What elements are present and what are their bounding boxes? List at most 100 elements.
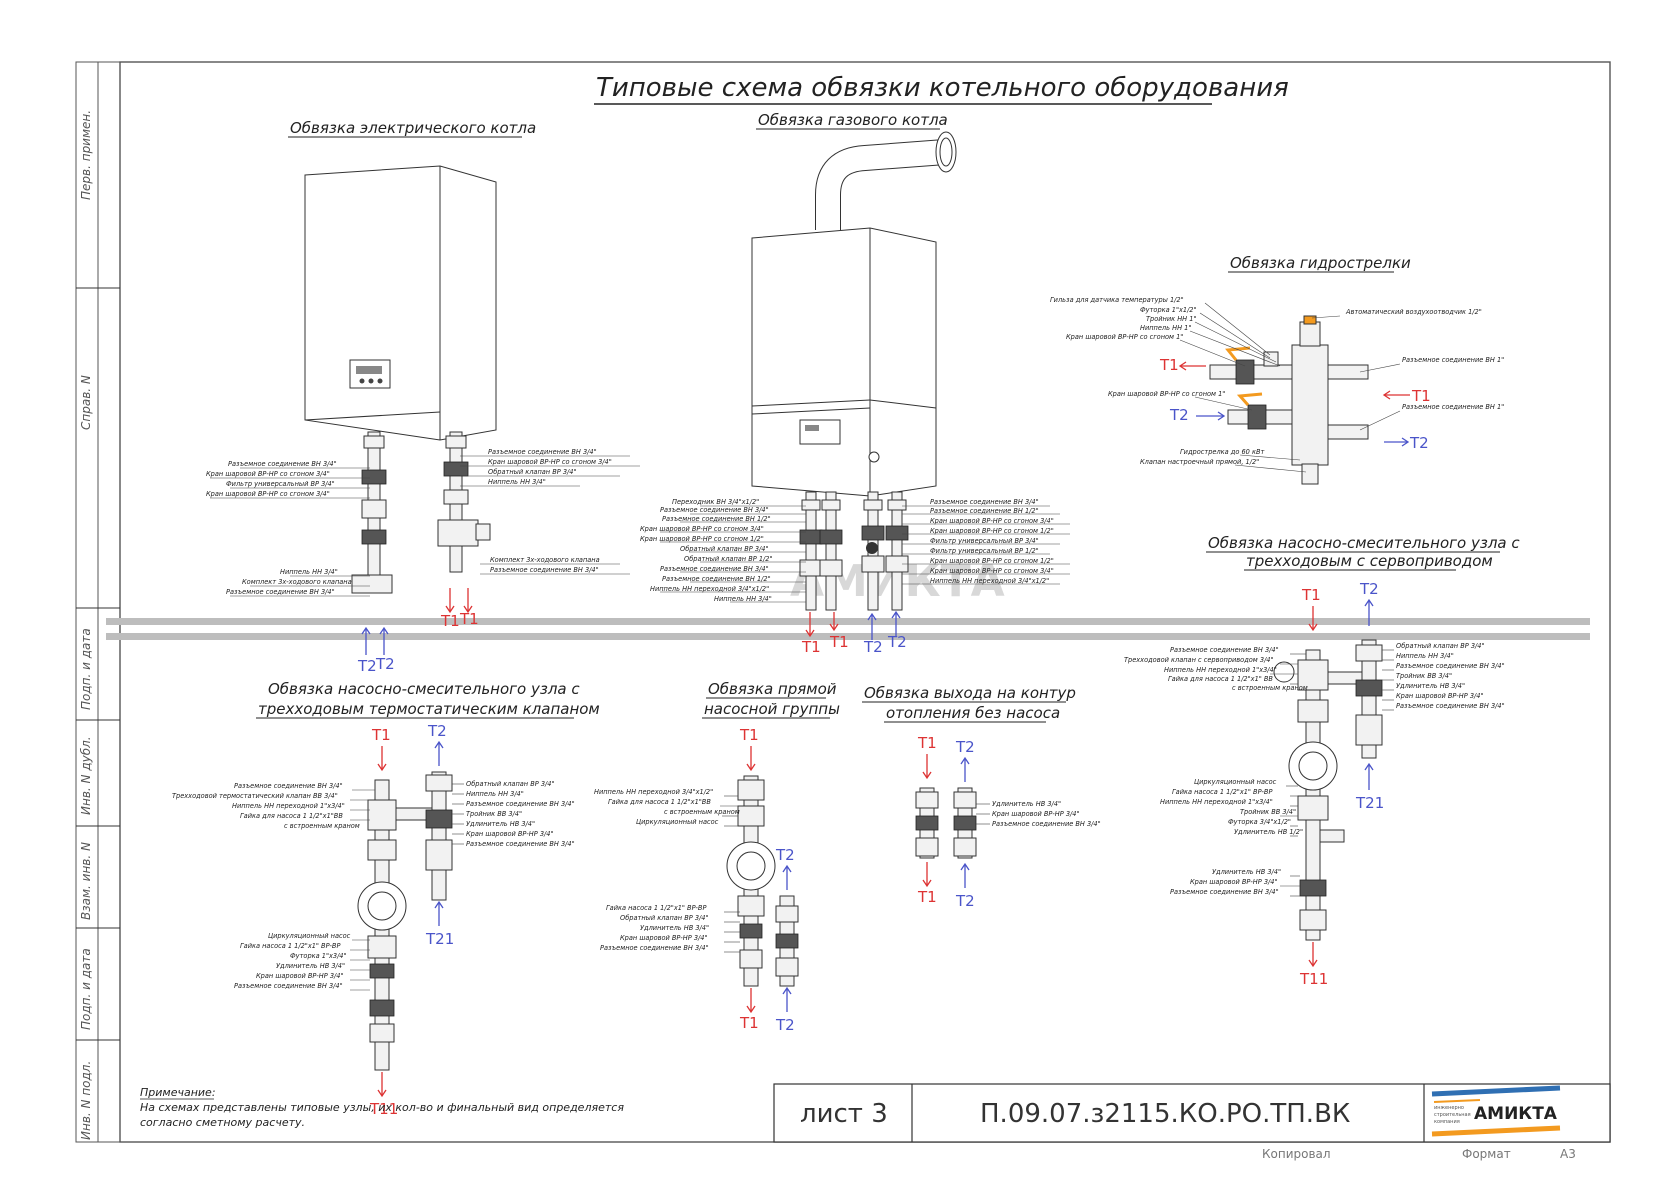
section-electric: Обвязка электрического котла Разъемное с…: [206, 119, 640, 675]
electric-label: Кран шаровой ВР-НР со сгоном 3/4": [206, 490, 330, 498]
section-thermo: Обвязка насосно-смесительного узла с тре…: [172, 680, 600, 1118]
electric-label: Ниппель НН 3/4": [280, 568, 338, 576]
note-line1: На схемах представлены типовые узлы, их …: [140, 1101, 624, 1114]
thermo-label: Удлинитель НВ 3/4": [466, 820, 535, 828]
electric-title: Обвязка электрического котла: [290, 119, 536, 137]
thermo-label: Футорка 1"х3/4": [290, 952, 347, 960]
thermo-label: Кран шаровой ВР-НР 3/4": [256, 972, 343, 980]
separator-band-bottom: [106, 633, 1590, 640]
direct-label: Обратный клапан ВР 3/4": [620, 914, 708, 922]
servo-label: Удлинитель НВ 1/2": [1234, 828, 1303, 836]
port-label: T1: [371, 726, 391, 744]
section-hydro: Обвязка гидрострелки Гильза для датчика …: [1050, 254, 1504, 485]
hydro-label: Разъемное соединение ВН 1": [1402, 403, 1504, 411]
gas-label: Кран шаровой ВР-НР со сгоном 3/4": [930, 567, 1054, 575]
thermo-label: Трехходовой термостатический клапан ВВ 3…: [172, 792, 338, 800]
gas-label: Ниппель НН 3/4": [714, 595, 772, 603]
gas-label: Разъемное соединение ВН 3/4": [660, 506, 769, 514]
side-label-2: Подп. и дата: [79, 628, 93, 710]
port-label: T2: [357, 657, 377, 675]
port-label: T2: [863, 638, 883, 656]
electric-label: Разъемное соединение ВН 3/4": [488, 448, 597, 456]
thermo-label: Гайка для насоса 1 1/2"х1"ВВ: [240, 812, 343, 820]
side-label-1: Справ. N: [79, 375, 93, 430]
logo-tagline: компания: [1434, 1119, 1460, 1125]
gas-label: Фильтр универсальный ВР 3/4": [930, 537, 1039, 545]
electric-boiler-body: [304, 165, 497, 441]
side-label-3: Инв. N дубл.: [79, 736, 93, 815]
section-direct: Обвязка прямой насосной группы Ниппель Н…: [594, 680, 840, 1034]
gas-title: Обвязка газового котла: [758, 111, 948, 129]
hydro-title: Обвязка гидрострелки: [1230, 254, 1411, 272]
thermo-label: Удлинитель НВ 3/4": [276, 962, 345, 970]
port-label: T1: [459, 610, 479, 628]
thermo-label: Тройник ВВ 3/4": [466, 810, 522, 818]
gas-label: Разъемное соединение ВН 3/4": [930, 498, 1039, 506]
side-label-0: Перв. примен.: [79, 110, 93, 200]
gas-label: Кран шаровой ВР-НР со сгоном 3/4": [930, 517, 1054, 525]
servo-title-line2: трехходовым с сервоприводом: [1246, 552, 1493, 570]
thermo-label: Разъемное соединение ВН 3/4": [466, 800, 575, 808]
port-label: T2: [775, 1016, 795, 1034]
direct-title-line1: Обвязка прямой: [708, 680, 837, 698]
electric-label: Разъемное соединение ВН 3/4": [228, 460, 337, 468]
servo-label: Разъемное соединение ВН 3/4": [1396, 702, 1505, 710]
port-label: T21: [425, 930, 454, 948]
note-block: Примечание: На схемах представлены типов…: [140, 1086, 624, 1129]
hydro-label: Футорка 1"х1/2": [1140, 306, 1197, 314]
servo-label: Тройник ВВ 3/4": [1240, 808, 1296, 816]
gas-label: Кран шаровой ВР-НР со сгоном 1/2": [930, 527, 1054, 535]
gas-label: Разъемное соединение ВН 1/2": [662, 515, 771, 523]
separator-band-top: [106, 618, 1590, 625]
hydro-separator-body: [1291, 344, 1329, 466]
thermo-label: Гайка насоса 1 1/2"х1" ВР-ВР: [240, 942, 340, 950]
note-line2: согласно сметному расчету.: [140, 1116, 305, 1129]
thermo-label: Ниппель НН 3/4": [466, 790, 524, 798]
port-label: T1: [801, 638, 821, 656]
thermo-title-line1: Обвязка насосно-смесительного узла с: [268, 680, 580, 698]
gas-label: Переходник ВН 3/4"х1/2": [672, 498, 759, 506]
port-label: T2: [887, 633, 907, 651]
gas-label: Обратный клапан ВР 1/2": [684, 555, 772, 563]
servo-label: Трехходовой клапан с сервоприводом 3/4": [1124, 656, 1274, 664]
servo-label: Ниппель НН переходной 1"х3/4": [1160, 798, 1273, 806]
direct-label: Гайка насоса 1 1/2"х1" ВР-ВР: [606, 904, 706, 912]
hydro-label: Разъемное соединение ВН 1": [1402, 356, 1504, 364]
gas-label: Разъемное соединение ВН 3/4": [660, 565, 769, 573]
thermo-label: Кран шаровой ВР-НР 3/4": [466, 830, 553, 838]
gas-label: Разъемное соединение ВН 1/2": [662, 575, 771, 583]
servo-label: Обратный клапан ВР 3/4": [1396, 642, 1484, 650]
servo-label: Тройник ВВ 3/4": [1396, 672, 1452, 680]
electric-label: Обратный клапан ВР 3/4": [488, 468, 576, 476]
port-label: T21: [1355, 794, 1384, 812]
electric-label: Фильтр универсальный ВР 3/4": [226, 480, 335, 488]
gas-label: Кран шаровой ВР-НР со сгоном 1/2": [640, 535, 764, 543]
gas-label: Разъемное соединение ВН 1/2": [930, 507, 1039, 515]
thermo-label: Разъемное соединение ВН 3/4": [234, 982, 343, 990]
side-stamp: Перв. примен. Справ. N Подп. и дата Инв.…: [76, 110, 120, 1140]
thermo-label: Ниппель НН переходной 1"х3/4": [232, 802, 345, 810]
gas-label: Ниппель НН переходной 3/4"х1/2": [650, 585, 769, 593]
port-label: T11: [369, 1100, 398, 1118]
servo-label: Гайка для насоса 1 1/2"х1" ВВ: [1168, 675, 1273, 683]
port-label: T2: [1409, 434, 1429, 452]
gas-label: Обратный клапан ВР 3/4": [680, 545, 768, 553]
port-label: T2: [1359, 580, 1379, 598]
servo-label: Кран шаровой ВР-НР 3/4": [1396, 692, 1483, 700]
thermo-label: Разъемное соединение ВН 3/4": [234, 782, 343, 790]
footer-format-value: А3: [1560, 1147, 1576, 1161]
gas-label: Ниппель НН переходной 3/4"х1/2": [930, 577, 1049, 585]
direct-label: Ниппель НН переходной 3/4"х1/2": [594, 788, 713, 796]
note-heading: Примечание:: [140, 1086, 216, 1099]
electric-label: Комплект 3х-ходового клапана: [242, 578, 352, 586]
nopump-title-line1: Обвязка выхода на контур: [864, 684, 1076, 702]
electric-label: Комплект 3х-ходового клапана: [490, 556, 600, 564]
port-label: T1: [829, 633, 849, 651]
hydro-label: Автоматический воздухоотводчик 1/2": [1345, 308, 1482, 316]
hydro-label: Клапан настроечный прямой, 1/2": [1140, 458, 1259, 466]
electric-label: Разъемное соединение ВН 3/4": [490, 566, 599, 574]
port-label: T1: [739, 726, 759, 744]
nopump-label: Кран шаровой ВР-НР 3/4": [992, 810, 1079, 818]
hydro-label: Гидрострелка до 60 кВт: [1180, 448, 1264, 456]
